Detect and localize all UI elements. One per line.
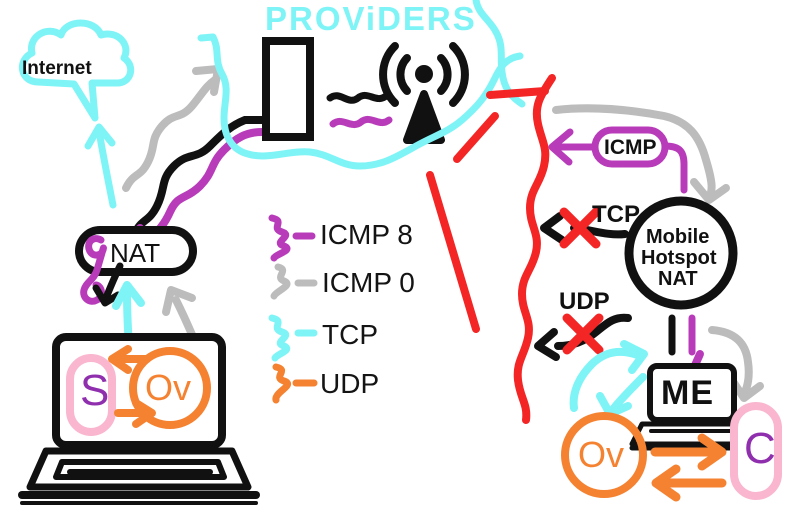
server-laptop-icon (18, 333, 260, 505)
tcp-arrow-to-internet (84, 123, 117, 209)
icmp-badge-left-arrow (548, 128, 596, 166)
tcp-provider-boundary (197, 33, 524, 170)
legend-label-udp: UDP (320, 368, 380, 399)
tcp-loop-me-to-ov (569, 340, 648, 418)
icmp0-path-right (552, 104, 730, 204)
client-pill-right (730, 402, 782, 500)
legend-label-icmp0: ICMP 0 (322, 267, 415, 298)
tunnel-bars-icon (668, 314, 696, 356)
openvpn-circle-right (561, 412, 647, 498)
antenna-tower-icon (379, 42, 469, 144)
icmp8-curl-at-nat (80, 235, 107, 305)
me-laptop-icon (629, 363, 755, 451)
openvpn-circle-left (129, 347, 211, 429)
legend-swatch-tcp (268, 314, 318, 362)
red-network-boundary-wall (513, 74, 556, 424)
udp-arrows-right (650, 433, 727, 502)
legend-label-icmp8: ICMP 8 (320, 219, 413, 250)
legend-label-tcp: TCP (322, 319, 378, 350)
server-pill-left (66, 354, 116, 436)
physical-arrow-at-nat (92, 262, 124, 307)
internet-cloud-icon (19, 19, 135, 122)
mobile-hotspot-circle (624, 196, 738, 310)
udp-arrows-left (108, 345, 156, 428)
wireless-squiggle-purple (329, 115, 393, 129)
red-boundary-dash-diagonal-2 (426, 171, 480, 333)
red-boundary-dash-diagonal-1 (453, 112, 499, 163)
legend-swatch-icmp0 (270, 263, 318, 300)
legend-swatch-udp (272, 363, 318, 404)
nat-pill-left (75, 226, 197, 276)
red-boundary-dash-upper (486, 87, 549, 99)
legend-swatch-icmp8 (268, 214, 316, 262)
icmp-badge-right-tail (661, 142, 688, 194)
blocked-udp-cross-icon (562, 313, 604, 355)
blocked-tcp-cross-icon (559, 207, 601, 249)
icmp-badge-shape (591, 126, 669, 168)
wireless-squiggle-black (326, 91, 390, 104)
tcp-provider-boundary-right (472, 0, 526, 108)
modem-box-icon (262, 37, 314, 141)
